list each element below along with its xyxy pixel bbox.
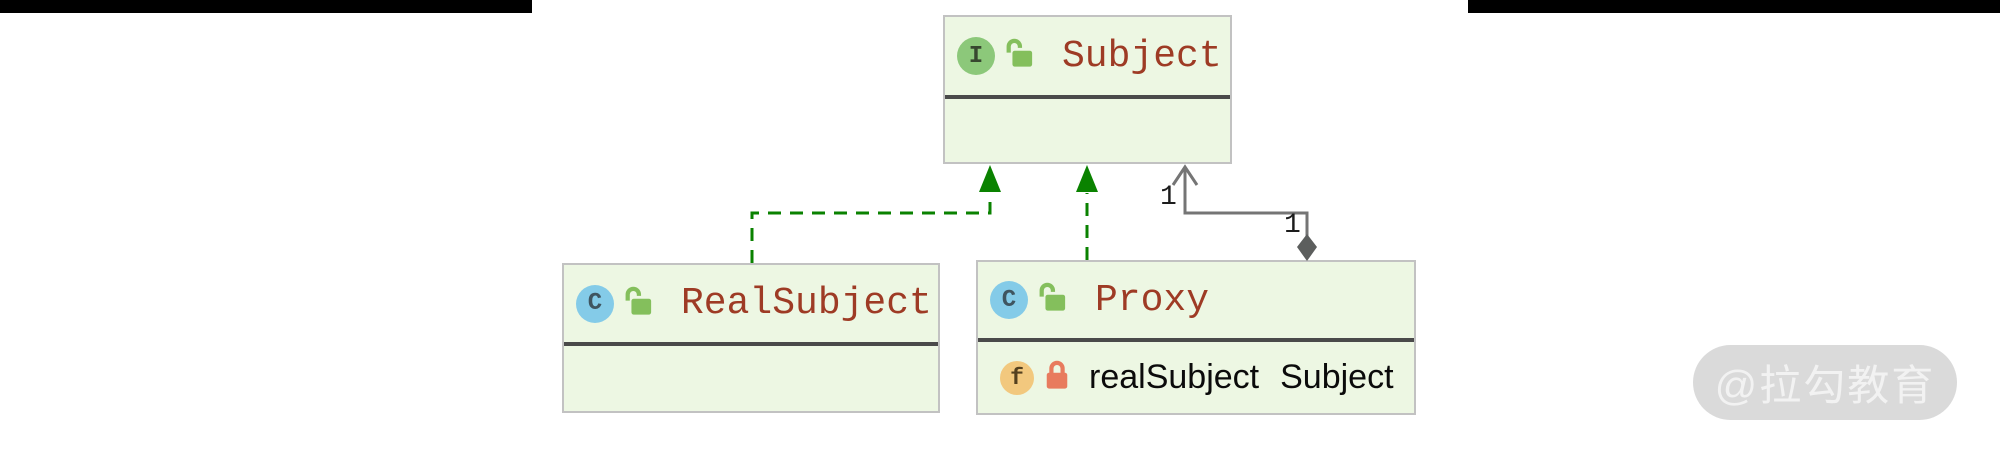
- realization-edge-proxy-to-subject[interactable]: [1076, 165, 1098, 260]
- realization-edge-realsubject-to-subject[interactable]: [750, 165, 1001, 263]
- letterbox-bar-right: [1468, 0, 2000, 13]
- class-node-subject[interactable]: I Subject: [943, 15, 1232, 164]
- class-icon-letter: C: [1001, 286, 1017, 314]
- unlocked-padlock-icon: [623, 285, 653, 323]
- interface-icon-letter: I: [968, 42, 984, 70]
- class-name: Proxy: [1095, 278, 1210, 322]
- locked-padlock-icon: [1043, 359, 1071, 397]
- letterbox-bar-left: [0, 0, 532, 13]
- class-members-section: [564, 346, 938, 411]
- unlocked-padlock-icon: [1004, 37, 1034, 75]
- class-icon: C: [576, 284, 614, 323]
- unlocked-padlock-icon: [1037, 281, 1067, 319]
- class-node-realsubject[interactable]: C RealSubject: [562, 263, 940, 413]
- field-icon: f: [1000, 360, 1034, 395]
- field-row[interactable]: f realSubject Subject: [978, 342, 1414, 413]
- field-name: realSubject: [1089, 358, 1260, 396]
- field-type: Subject: [1280, 358, 1394, 396]
- field-icon-letter: f: [1010, 364, 1024, 391]
- multiplicity-label-subject-end: 1: [1160, 182, 1177, 213]
- class-members-section: [945, 99, 1230, 162]
- multiplicity-label-proxy-end: 1: [1284, 210, 1301, 241]
- class-name: RealSubject: [681, 282, 932, 325]
- class-node-header: C Proxy: [978, 262, 1414, 342]
- class-name: Subject: [1062, 34, 1222, 78]
- class-icon: C: [990, 281, 1028, 319]
- class-members-section: f realSubject Subject: [978, 342, 1414, 413]
- watermark-badge: @拉勾教育: [1693, 345, 1957, 420]
- class-node-header: I Subject: [945, 17, 1230, 99]
- class-node-header: C RealSubject: [564, 265, 938, 346]
- watermark-text: @拉勾教育: [1714, 362, 1936, 409]
- interface-icon: I: [957, 37, 995, 75]
- class-icon-letter: C: [587, 290, 603, 317]
- class-node-proxy[interactable]: C Proxy f real: [976, 260, 1416, 415]
